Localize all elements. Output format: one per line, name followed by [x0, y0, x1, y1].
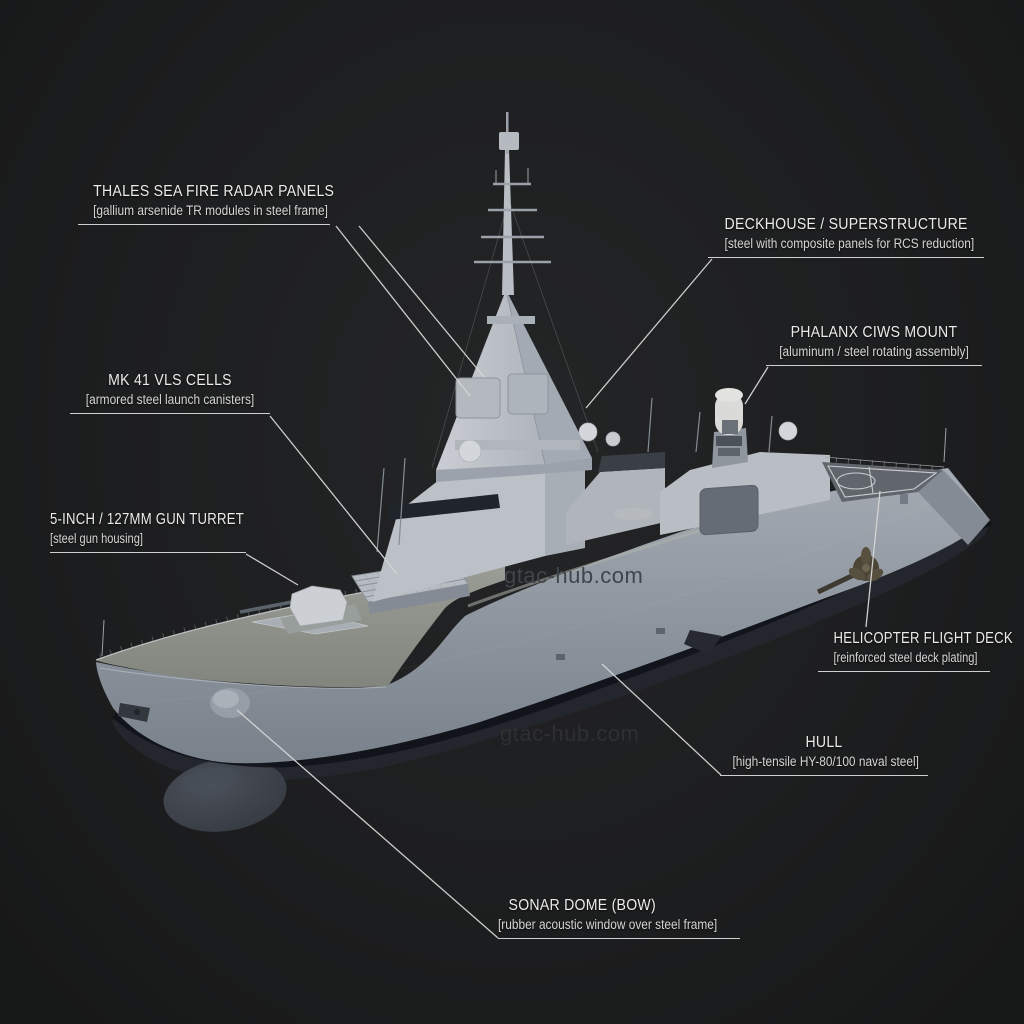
callout-title: THALES SEA FIRE RADAR PANELS [93, 183, 335, 200]
fin-stabilizer [684, 630, 722, 654]
callout-subtitle: [steel with composite panels for RCS red… [724, 236, 975, 251]
callout-subtitle: [steel gun housing] [50, 531, 143, 546]
callout-title: DECKHOUSE / SUPERSTRUCTURE [724, 216, 968, 233]
mast-spire [474, 112, 551, 295]
leader-sonar [236, 709, 499, 939]
callout-sonar-dome: SONAR DOME (BOW) [rubber acoustic window… [498, 897, 740, 939]
callout-hull: HULL [high-tensile HY-80/100 naval steel… [720, 734, 928, 776]
hangar-side-panel [699, 484, 759, 536]
callout-subtitle: [aluminum / steel rotating assembly] [779, 344, 969, 359]
callout-flight-deck: HELICOPTER FLIGHT DECK [reinforced steel… [818, 630, 1013, 672]
callout-title: MK 41 VLS CELLS [108, 372, 232, 389]
callout-title: HULL [805, 734, 843, 751]
callout-radar-panels: THALES SEA FIRE RADAR PANELS [gallium ar… [78, 183, 335, 225]
watermark-text: gtac-hub.com [504, 563, 644, 588]
callout-subtitle: [armored steel launch canisters] [85, 392, 255, 407]
helicopter-flight-deck [822, 427, 947, 502]
phalanx-ciws [712, 388, 748, 468]
leader-radar-2 [358, 225, 485, 378]
callout-title: SONAR DOME (BOW) [508, 897, 656, 914]
stern-transom [918, 470, 990, 545]
anchor [118, 703, 150, 722]
rhib-boat [614, 508, 654, 520]
sonar-dome-bump [210, 688, 250, 718]
leader-gun [245, 553, 299, 586]
callout-phalanx: PHALANX CIWS MOUNT [aluminum / steel rot… [766, 324, 982, 366]
funnel [566, 397, 665, 545]
callout-title: PHALANX CIWS MOUNT [790, 324, 958, 341]
leader-lines [236, 225, 881, 939]
leader-vls [269, 415, 398, 575]
main-mast [431, 112, 599, 482]
radar-panel [455, 373, 549, 419]
bridge-windows [388, 494, 500, 520]
hangar-block [614, 411, 830, 536]
callout-title: 5-INCH / 127MM GUN TURRET [50, 511, 244, 528]
leader-deckhouse [585, 258, 713, 409]
watermark-text: gtac-hub.com [500, 721, 640, 746]
callout-subtitle: [gallium arsenide TR modules in steel fr… [93, 203, 328, 218]
callout-vls: MK 41 VLS CELLS [armored steel launch ca… [70, 372, 270, 414]
leader-flight-deck [865, 490, 881, 628]
bulbous-bow [163, 758, 287, 832]
bridge-superstructure [372, 450, 585, 602]
leader-phalanx [744, 366, 769, 405]
callout-deckhouse: DECKHOUSE / SUPERSTRUCTURE [steel with c… [708, 216, 984, 258]
callout-subtitle: [high-tensile HY-80/100 naval steel] [732, 754, 919, 769]
callout-subtitle: [reinforced steel deck plating] [833, 650, 978, 665]
callout-title: HELICOPTER FLIGHT DECK [833, 630, 1013, 647]
leader-hull [601, 663, 722, 776]
radome-domes [458, 421, 798, 463]
leader-radar-1 [335, 225, 471, 397]
callout-subtitle: [rubber acoustic window over steel frame… [498, 917, 718, 932]
gun-turret [239, 585, 362, 634]
callout-gun-turret: 5-INCH / 127MM GUN TURRET [steel gun hou… [50, 511, 246, 553]
hull-side [96, 468, 990, 764]
